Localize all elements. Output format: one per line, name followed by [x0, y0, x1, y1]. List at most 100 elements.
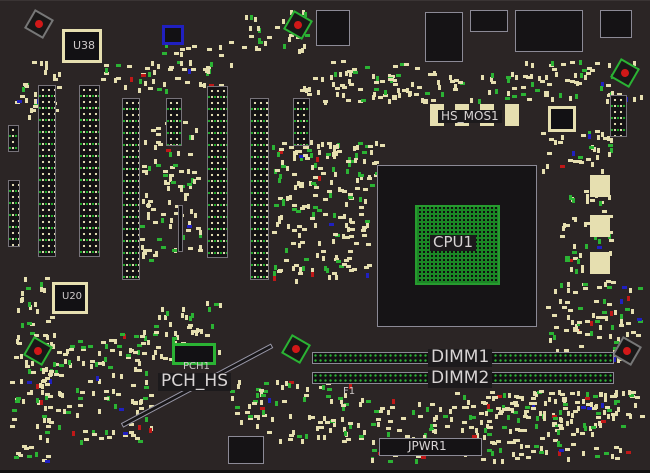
header-small-1[interactable]	[8, 125, 19, 152]
smd-component	[147, 215, 150, 220]
smd-component	[143, 249, 148, 252]
smd-component	[346, 265, 351, 268]
smd-component	[137, 369, 142, 372]
smd-component	[374, 81, 379, 84]
smd-component	[282, 400, 287, 403]
smd-component	[543, 411, 546, 416]
smd-component	[607, 414, 610, 419]
chip-u20[interactable]	[52, 282, 88, 314]
smd-component	[169, 322, 172, 327]
smd-component	[141, 74, 146, 77]
smd-component	[347, 227, 350, 232]
chip-small[interactable]	[162, 25, 184, 45]
rear-io-connector-5[interactable]	[600, 10, 632, 38]
chip-u38[interactable]	[62, 29, 102, 63]
smd-component	[573, 244, 576, 249]
smd-component	[157, 238, 162, 241]
rear-io-connector-4[interactable]	[515, 10, 583, 52]
smd-component	[567, 411, 570, 416]
header-slot-2[interactable]	[293, 98, 310, 146]
smd-component	[96, 376, 99, 381]
smd-component	[231, 396, 234, 401]
smd-component	[135, 359, 140, 362]
smd-component	[587, 67, 592, 70]
smd-component	[299, 155, 304, 158]
smd-component	[354, 158, 357, 163]
power-connector-jpwr1[interactable]	[379, 438, 482, 456]
smd-component	[421, 456, 426, 459]
expansion-slot-2[interactable]	[79, 85, 100, 257]
smd-component	[84, 438, 89, 441]
chip-pch1[interactable]	[172, 343, 216, 365]
header-slot-1[interactable]	[166, 98, 182, 146]
smd-component	[388, 99, 391, 104]
smd-component	[430, 403, 435, 406]
smd-component	[554, 289, 557, 294]
expansion-slot-3[interactable]	[207, 86, 228, 258]
smd-component	[139, 79, 142, 84]
smd-component	[311, 268, 314, 273]
smd-component	[249, 35, 254, 38]
smd-component	[345, 202, 348, 207]
pcie-slot-2[interactable]	[250, 98, 269, 280]
smd-component	[332, 82, 335, 87]
chip-vrm-controller[interactable]	[548, 106, 576, 132]
expansion-slot-1[interactable]	[38, 85, 56, 257]
smd-component	[449, 409, 452, 414]
smd-component	[298, 233, 301, 238]
smd-component	[598, 239, 601, 244]
smd-component	[515, 439, 520, 442]
header-right[interactable]	[610, 95, 627, 137]
smd-component	[166, 149, 171, 152]
smd-component	[276, 380, 279, 385]
rear-io-connector-2[interactable]	[425, 12, 463, 62]
rear-io-connector-3[interactable]	[470, 10, 508, 32]
smd-component	[295, 279, 298, 284]
smd-component	[330, 180, 333, 185]
smd-component	[531, 407, 536, 410]
smd-component	[629, 394, 634, 397]
smd-component	[392, 399, 395, 404]
smd-component	[142, 199, 145, 204]
smd-component	[257, 26, 260, 31]
smd-component	[341, 417, 344, 422]
smd-component	[553, 335, 556, 340]
smd-component	[274, 265, 277, 270]
smd-component	[597, 336, 602, 339]
smd-component	[499, 410, 504, 413]
smd-component	[622, 286, 627, 289]
smd-component	[42, 379, 47, 382]
smd-component	[366, 223, 369, 228]
smd-component	[352, 268, 357, 271]
smd-component	[418, 415, 423, 418]
smd-component	[608, 152, 611, 157]
smd-component	[206, 301, 209, 306]
smd-component	[510, 402, 515, 405]
smd-component	[606, 99, 609, 104]
smd-component	[144, 140, 147, 145]
smd-component	[105, 430, 108, 435]
smd-component	[597, 286, 602, 289]
smd-component	[327, 142, 332, 145]
smd-component	[521, 93, 526, 96]
header-small-2[interactable]	[8, 180, 20, 247]
pcie-slot-1[interactable]	[122, 98, 140, 280]
smd-component	[558, 390, 561, 395]
smd-component	[78, 340, 83, 343]
smd-component	[313, 194, 318, 197]
smd-component	[349, 235, 354, 238]
smd-component	[198, 249, 203, 252]
smd-component	[349, 424, 352, 429]
smd-component	[573, 291, 578, 294]
smd-component	[600, 316, 605, 319]
smd-component	[585, 244, 588, 249]
smd-component	[559, 449, 564, 452]
smd-component	[531, 450, 536, 453]
smd-component	[582, 451, 585, 456]
bottom-connector[interactable]	[228, 436, 264, 464]
rear-io-connector-1[interactable]	[316, 10, 350, 46]
smd-component	[481, 458, 486, 461]
smd-component	[574, 73, 577, 78]
smd-component	[148, 87, 153, 90]
